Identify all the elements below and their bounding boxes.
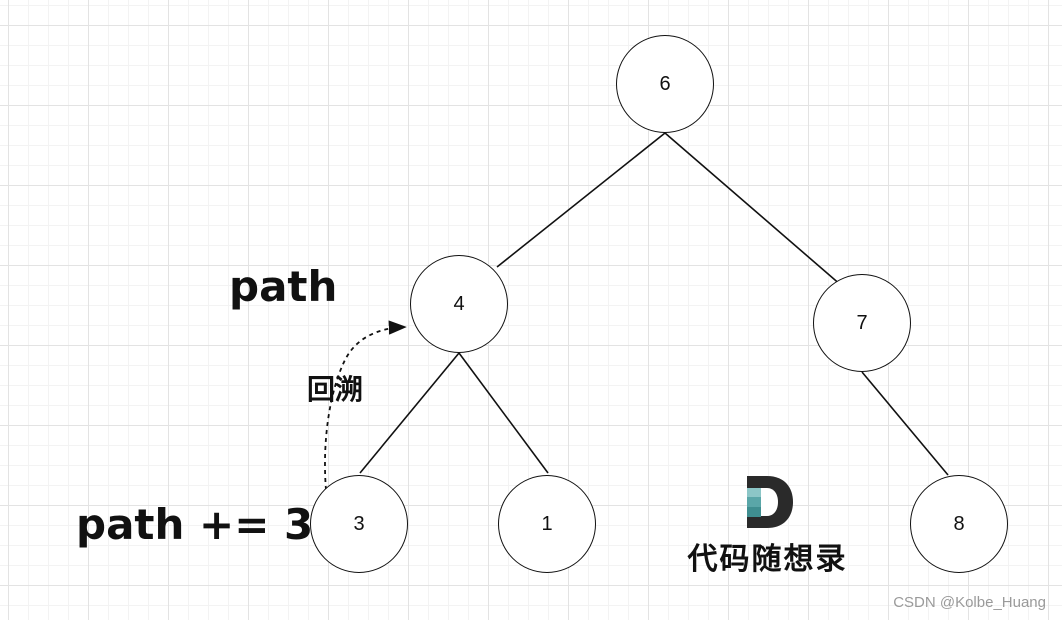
tree-node-7: 7 (813, 274, 911, 372)
path-add-label: path += 3 (76, 500, 314, 549)
edge-4-1 (458, 352, 549, 474)
edge-4-3 (359, 352, 460, 474)
edge-6-4 (496, 132, 666, 268)
watermark: CSDN @Kolbe_Huang (893, 594, 1046, 611)
logo-d-icon (747, 476, 793, 528)
tree-node-6: 6 (616, 35, 714, 133)
node-label: 3 (353, 512, 365, 535)
node-label: 1 (541, 512, 553, 535)
tree-node-8: 8 (910, 475, 1008, 573)
tree-node-4: 4 (410, 255, 508, 353)
node-label: 8 (953, 512, 965, 535)
backtrack-label: 回溯 (307, 373, 364, 406)
backtrack-arrow (324, 320, 407, 491)
node-label: 7 (856, 311, 868, 334)
edge-7-8 (861, 371, 949, 476)
logo: 代码随想录 (675, 474, 860, 577)
tree-node-3: 3 (310, 475, 408, 573)
edge-6-7 (664, 132, 843, 287)
tree-node-1: 1 (498, 475, 596, 573)
logo-text: 代码随想录 (687, 542, 848, 577)
path-label: path (229, 262, 338, 311)
node-label: 6 (659, 72, 671, 95)
node-label: 4 (453, 292, 465, 315)
